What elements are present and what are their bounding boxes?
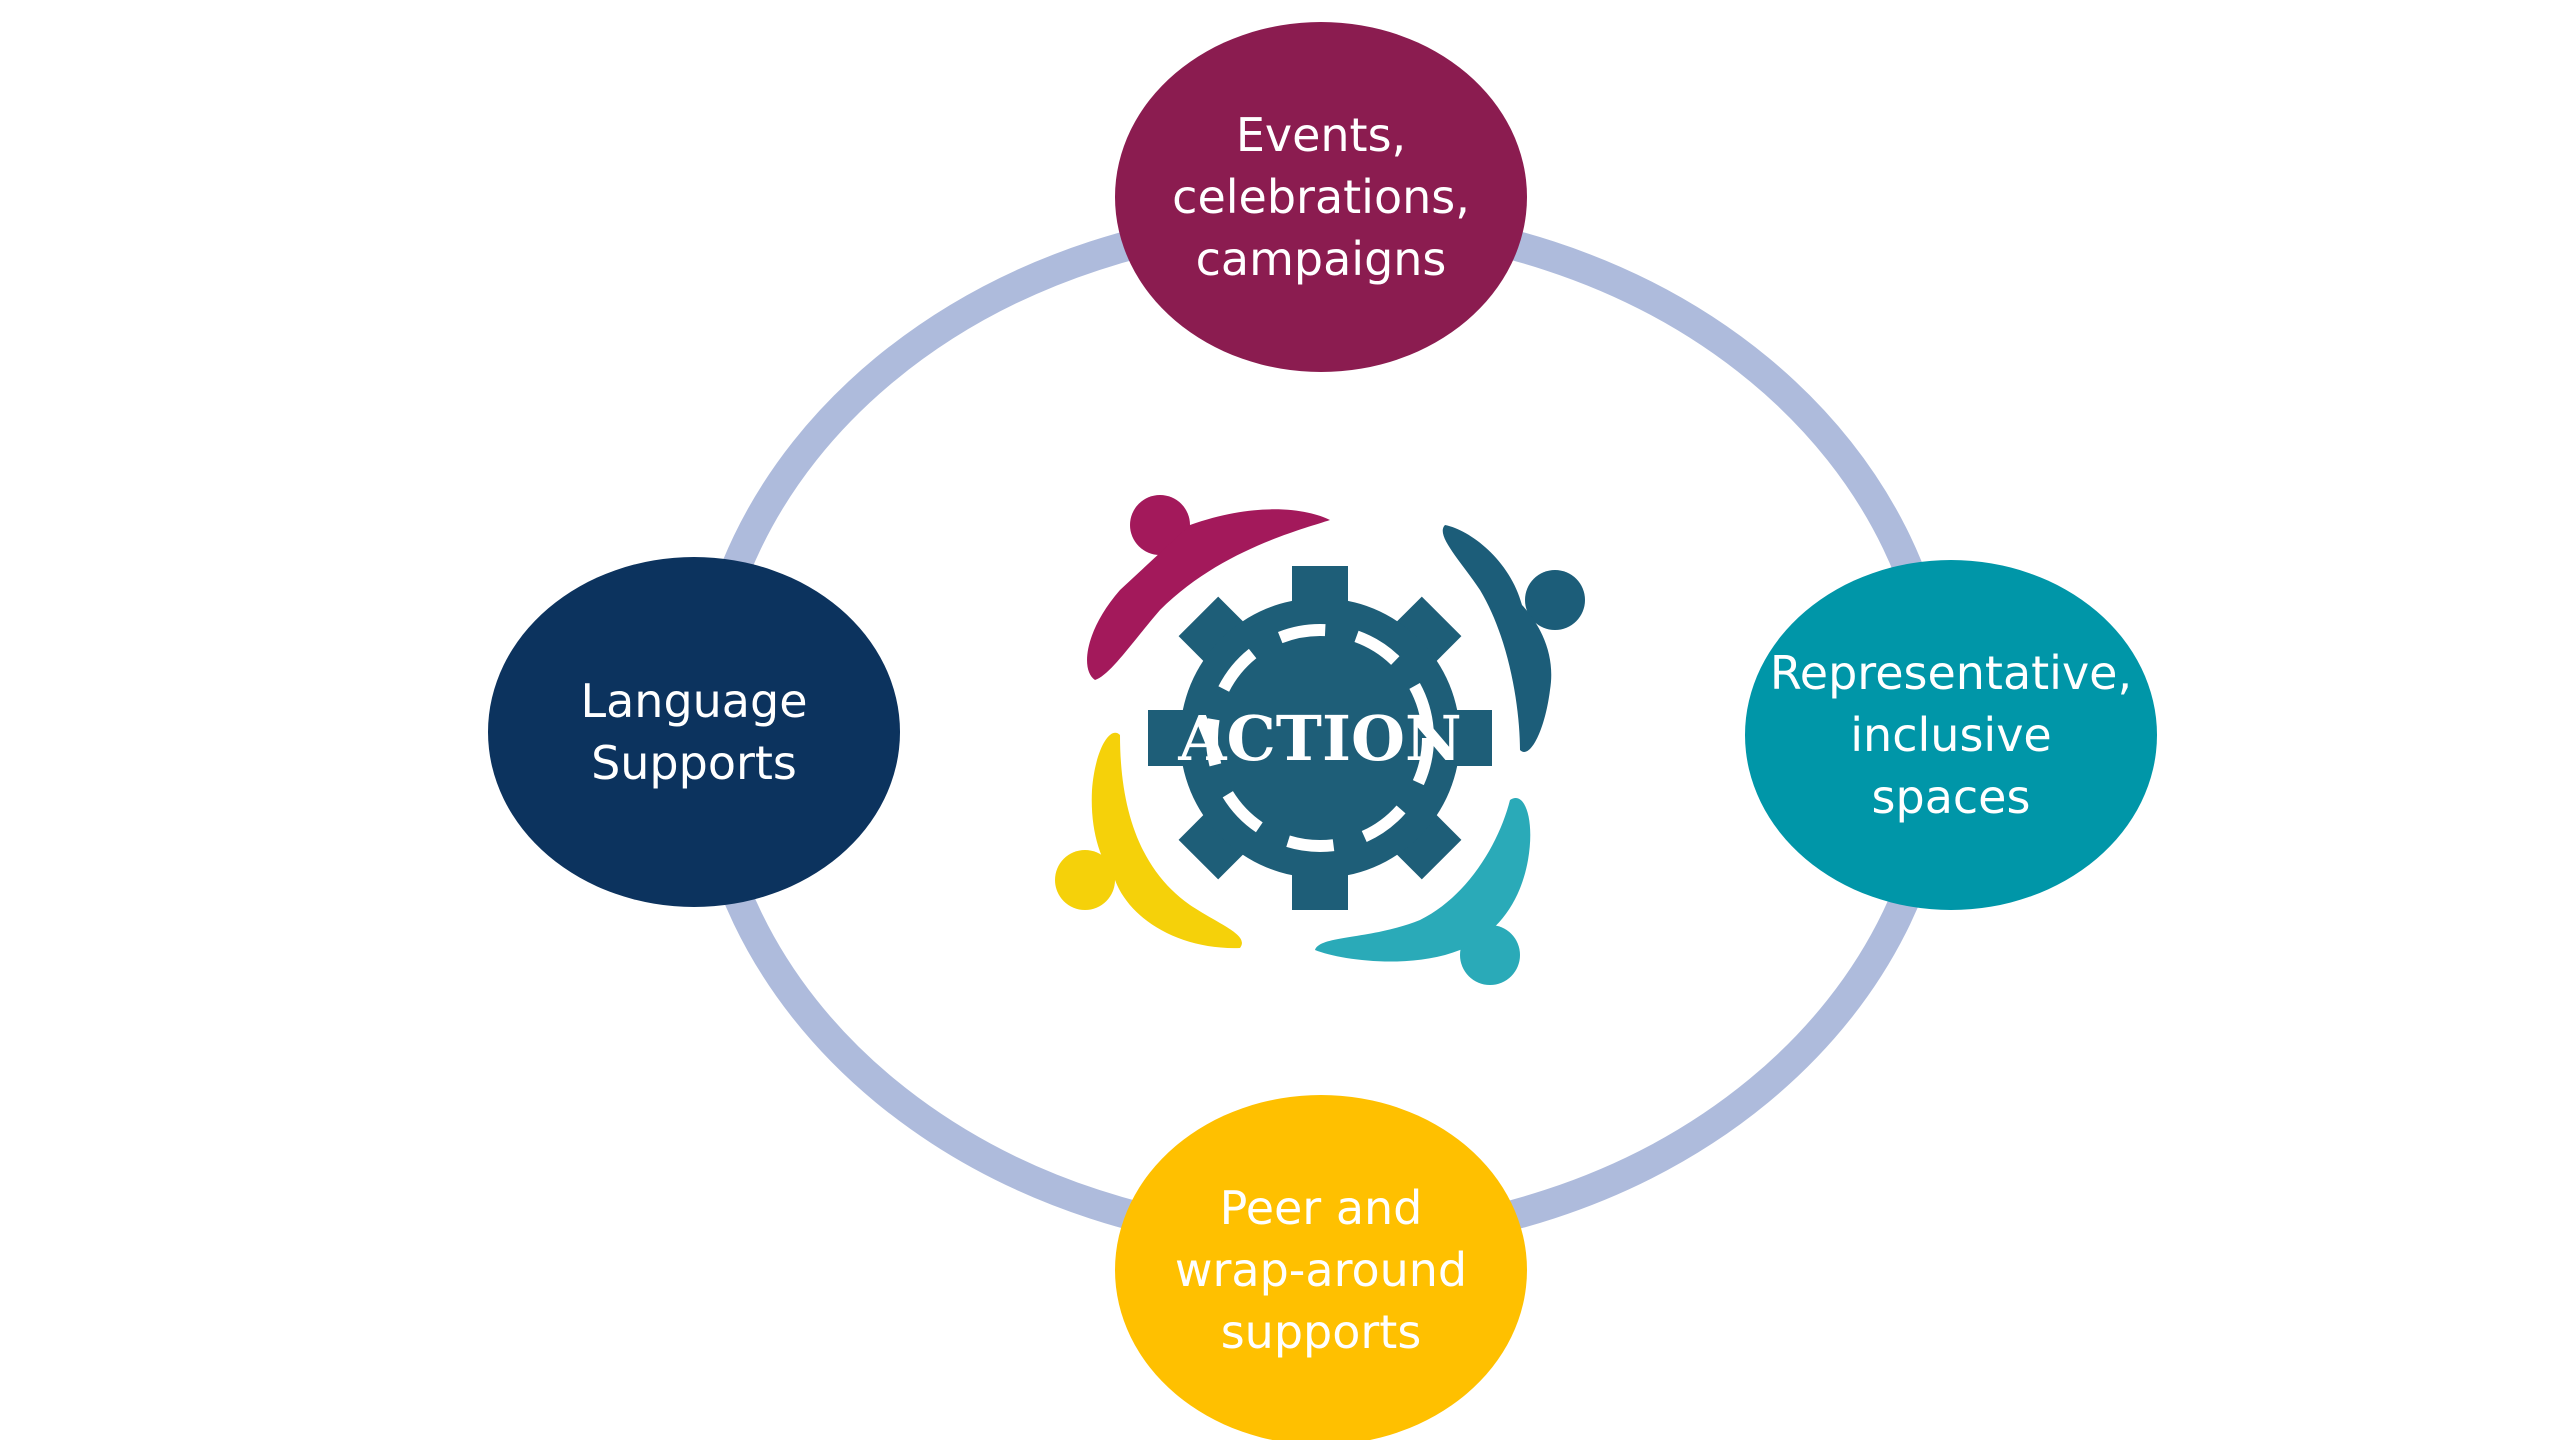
node-events-celebrations-campaigns: Events, celebrations, campaigns	[1115, 22, 1527, 372]
action-gear-logo: ACTION	[1055, 495, 1585, 985]
person-icon-bottom-right	[1315, 798, 1531, 985]
node-label-top: Events, celebrations, campaigns	[1172, 108, 1470, 286]
node-label-left: Language Supports	[580, 674, 808, 790]
person-icon-top-left	[1087, 495, 1330, 680]
node-label-bottom: Peer and wrap-around supports	[1174, 1181, 1468, 1359]
person-icon-bottom-left	[1055, 732, 1242, 949]
center-label: ACTION	[1177, 702, 1461, 775]
person-icon-top-right	[1442, 525, 1585, 752]
node-peer-wrap-around-supports: Peer and wrap-around supports	[1115, 1095, 1527, 1440]
gear-icon: ACTION	[1148, 566, 1492, 910]
node-label-right: Representative, inclusive spaces	[1769, 646, 2133, 824]
node-representative-inclusive-spaces: Representative, inclusive spaces	[1745, 560, 2157, 910]
node-language-supports: Language Supports	[488, 557, 900, 907]
